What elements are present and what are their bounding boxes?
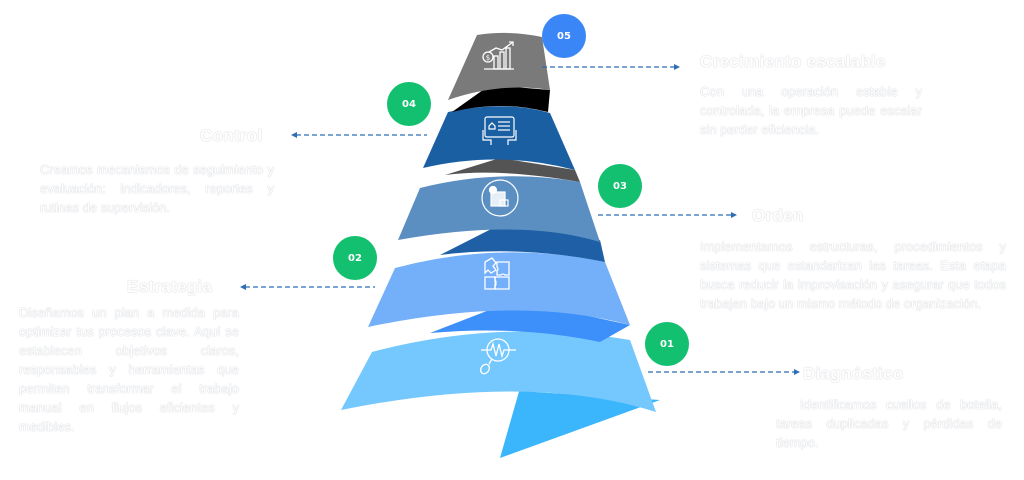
step-badge-03: 03	[598, 164, 642, 208]
tablet-control-icon	[482, 116, 517, 145]
step-title-02: Estrategia	[127, 277, 213, 296]
step-title-04: Control	[200, 126, 263, 145]
band-4	[423, 106, 575, 170]
step-description-01: Identificamos cuellos de botella, tareas…	[776, 397, 1002, 450]
svg-text:$: $	[486, 54, 490, 62]
step-title-01: Diagnóstico	[803, 364, 904, 383]
band-1-tail	[500, 388, 660, 458]
step-number: 05	[557, 30, 571, 42]
step-badge-05: 05	[542, 14, 586, 58]
band-2-tail	[430, 300, 630, 342]
step-number: 02	[348, 252, 362, 264]
band-3	[398, 176, 600, 242]
step-description-05: Con una operación estable y controlada, …	[700, 84, 922, 137]
connector-01	[648, 369, 800, 375]
connector-04	[291, 132, 427, 138]
step-description-04: Creamos mecanismos de seguimiento y eval…	[40, 162, 274, 215]
band-5-tail	[452, 85, 550, 112]
magnifier-wave-icon	[479, 338, 516, 375]
puzzle-icon	[484, 257, 510, 290]
connector-05	[542, 64, 680, 70]
step-title-03: Orden	[752, 206, 804, 225]
connector-03	[598, 212, 737, 218]
band-3-tail	[440, 222, 605, 262]
step-title-05: Crecimiento escalable	[700, 52, 886, 71]
step-badge-04: 04	[387, 82, 431, 126]
band-5	[448, 32, 550, 100]
step-number: 03	[613, 180, 627, 192]
band-2	[368, 252, 630, 327]
step-badge-02: 02	[333, 236, 377, 280]
documents-icon	[481, 179, 519, 217]
band-1	[341, 331, 656, 412]
step-description-02: Diseñamos un plan a medida para optimiza…	[19, 305, 239, 434]
band-4-tail	[445, 158, 580, 182]
connector-02	[240, 284, 375, 290]
step-badge-01: 01	[645, 322, 689, 366]
growth-chart-icon: $	[482, 41, 514, 70]
step-number: 01	[660, 338, 674, 350]
step-description-03: Implementamos estructuras, procedimiento…	[700, 239, 1006, 311]
step-number: 04	[402, 98, 416, 110]
